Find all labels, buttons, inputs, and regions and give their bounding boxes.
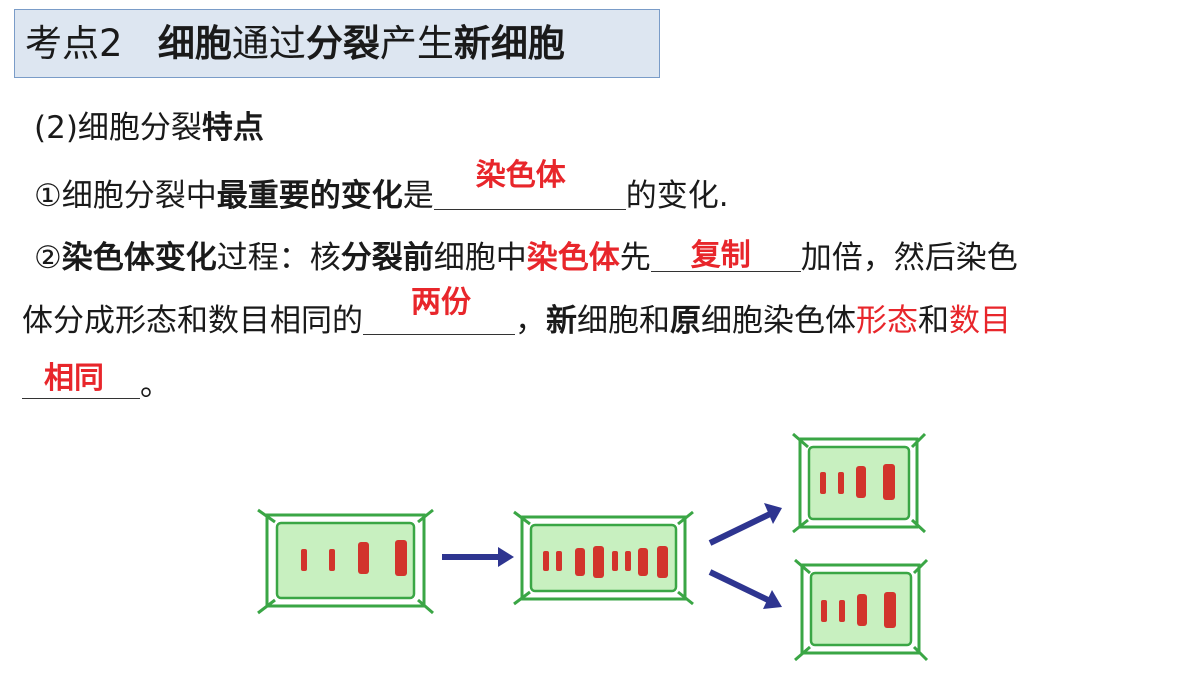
arrow-right-icon bbox=[442, 547, 514, 567]
arrow-up-right-icon bbox=[708, 503, 782, 546]
answer-text: 两份 bbox=[411, 285, 471, 320]
chromosome bbox=[821, 592, 896, 628]
answer-blank: 相同 bbox=[22, 361, 140, 399]
title-word: 分裂 bbox=[305, 22, 380, 65]
parent-cell bbox=[257, 508, 434, 615]
point-1: ①细胞分裂中最重要的变化是染色体的变化. bbox=[34, 158, 729, 215]
point-2-line-3: 相同。 bbox=[22, 361, 171, 405]
title-word: 新细胞 bbox=[453, 22, 565, 65]
title-word: 细胞 bbox=[157, 22, 232, 65]
daughter-cell-bottom bbox=[794, 558, 929, 662]
answer-text: 相同 bbox=[44, 361, 104, 396]
arrow-down-right-icon bbox=[708, 569, 782, 609]
chromosome bbox=[820, 464, 895, 500]
point-2-line-1: ②染色体变化过程：核分裂前细胞中染色体先复制加倍，然后染色 bbox=[34, 237, 1018, 277]
title-word: 通过 bbox=[231, 22, 306, 65]
answer-text: 复制 bbox=[690, 238, 751, 273]
chromosome bbox=[543, 546, 668, 578]
duplicated-cell bbox=[513, 510, 694, 606]
title-box: 考点2 细胞通过分裂产生新细胞 bbox=[14, 9, 660, 78]
answer-blank: 复制 bbox=[650, 237, 801, 273]
page-title: 考点2 细胞通过分裂产生新细胞 bbox=[25, 22, 565, 66]
answer-text: 染色体 bbox=[475, 158, 566, 193]
point-2-line-2: 体分成形态和数目相同的两份，新细胞和原细胞染色体形态和数目 bbox=[22, 285, 1011, 340]
answer-blank: 染色体 bbox=[433, 159, 626, 210]
answer-blank: 两份 bbox=[363, 286, 515, 335]
title-prefix: 考点2 bbox=[25, 22, 123, 65]
section-heading: (2)细胞分裂特点 bbox=[34, 110, 264, 146]
daughter-cell-top bbox=[792, 432, 927, 534]
chromosome bbox=[301, 540, 407, 576]
title-word: 产生 bbox=[379, 22, 454, 65]
